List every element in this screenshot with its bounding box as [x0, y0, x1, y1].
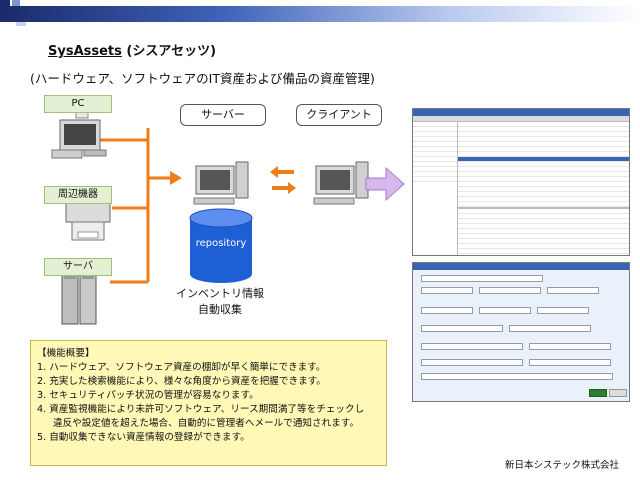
feature-item: 4. 資産監視機能により未許可ソフトウェア、リース期間満了等をチェックし [37, 404, 365, 415]
database-icon [189, 208, 253, 283]
form-cancel-button [609, 389, 627, 397]
form-ok-button [589, 389, 607, 397]
arrow-icon [365, 166, 405, 202]
page-subtitle: (ハードウェア、ソフトウェアのIT資産および備品の資産管理) [30, 71, 375, 86]
page-title: SysAssets (シスアセッツ) [48, 40, 216, 59]
client-box: クライアント [296, 104, 382, 126]
server-box: サーバー [180, 104, 266, 126]
brand-reading: (シスアセッツ) [126, 44, 217, 59]
connector-arrowhead [170, 171, 182, 185]
server-computer-icon [193, 161, 249, 205]
category-label-server: サーバ [44, 258, 112, 276]
corner-square [0, 0, 10, 10]
feature-item: 3. セキュリティパッチ状況の管理が容易なります。 [37, 390, 259, 401]
brand-name: SysAssets [48, 44, 122, 59]
inventory-line-2: 自動収集 [198, 303, 242, 316]
feature-summary-box: 【機能概要】 1. ハードウェア、ソフトウェア資産の棚卸が早く簡単にできます。 … [30, 340, 387, 466]
category-label-peripherals: 周辺機器 [44, 186, 112, 204]
sync-arrows [270, 166, 296, 194]
header-gradient-bar [0, 6, 640, 22]
feature-item: 5. 自動収集できない資産情報の登録ができます。 [37, 432, 250, 443]
feature-item: 2. 充実した検索機能により、様々な角度から資産を把握できます。 [37, 376, 326, 387]
company-name: 新日本システック株式会社 [505, 460, 620, 471]
form-field [421, 275, 543, 282]
repository-label: repository [195, 238, 247, 249]
feature-item: 1. ハードウェア、ソフトウェア資産の棚卸が早く簡単にできます。 [37, 362, 326, 373]
connector-lines [100, 128, 170, 284]
pc-icon [51, 109, 107, 159]
window-titlebar [413, 263, 629, 270]
asset-form-screenshot [412, 262, 630, 402]
feature-item: 違反や設定値を超えた場合、自動的に管理者へメールで通知されます。 [53, 418, 360, 429]
client-computer-icon [313, 161, 369, 205]
menu-bar [413, 116, 629, 122]
asset-list-screenshot [412, 108, 630, 256]
window-titlebar [413, 109, 629, 116]
list-pane [458, 122, 629, 255]
category-label-pc: PC [44, 95, 112, 113]
inventory-text: インベントリ情報 自動収集 [160, 286, 280, 318]
inventory-line-1: インベントリ情報 [176, 287, 264, 300]
feature-heading: 【機能概要】 [37, 348, 95, 359]
corner-square [12, 0, 20, 8]
tree-pane [413, 122, 458, 255]
